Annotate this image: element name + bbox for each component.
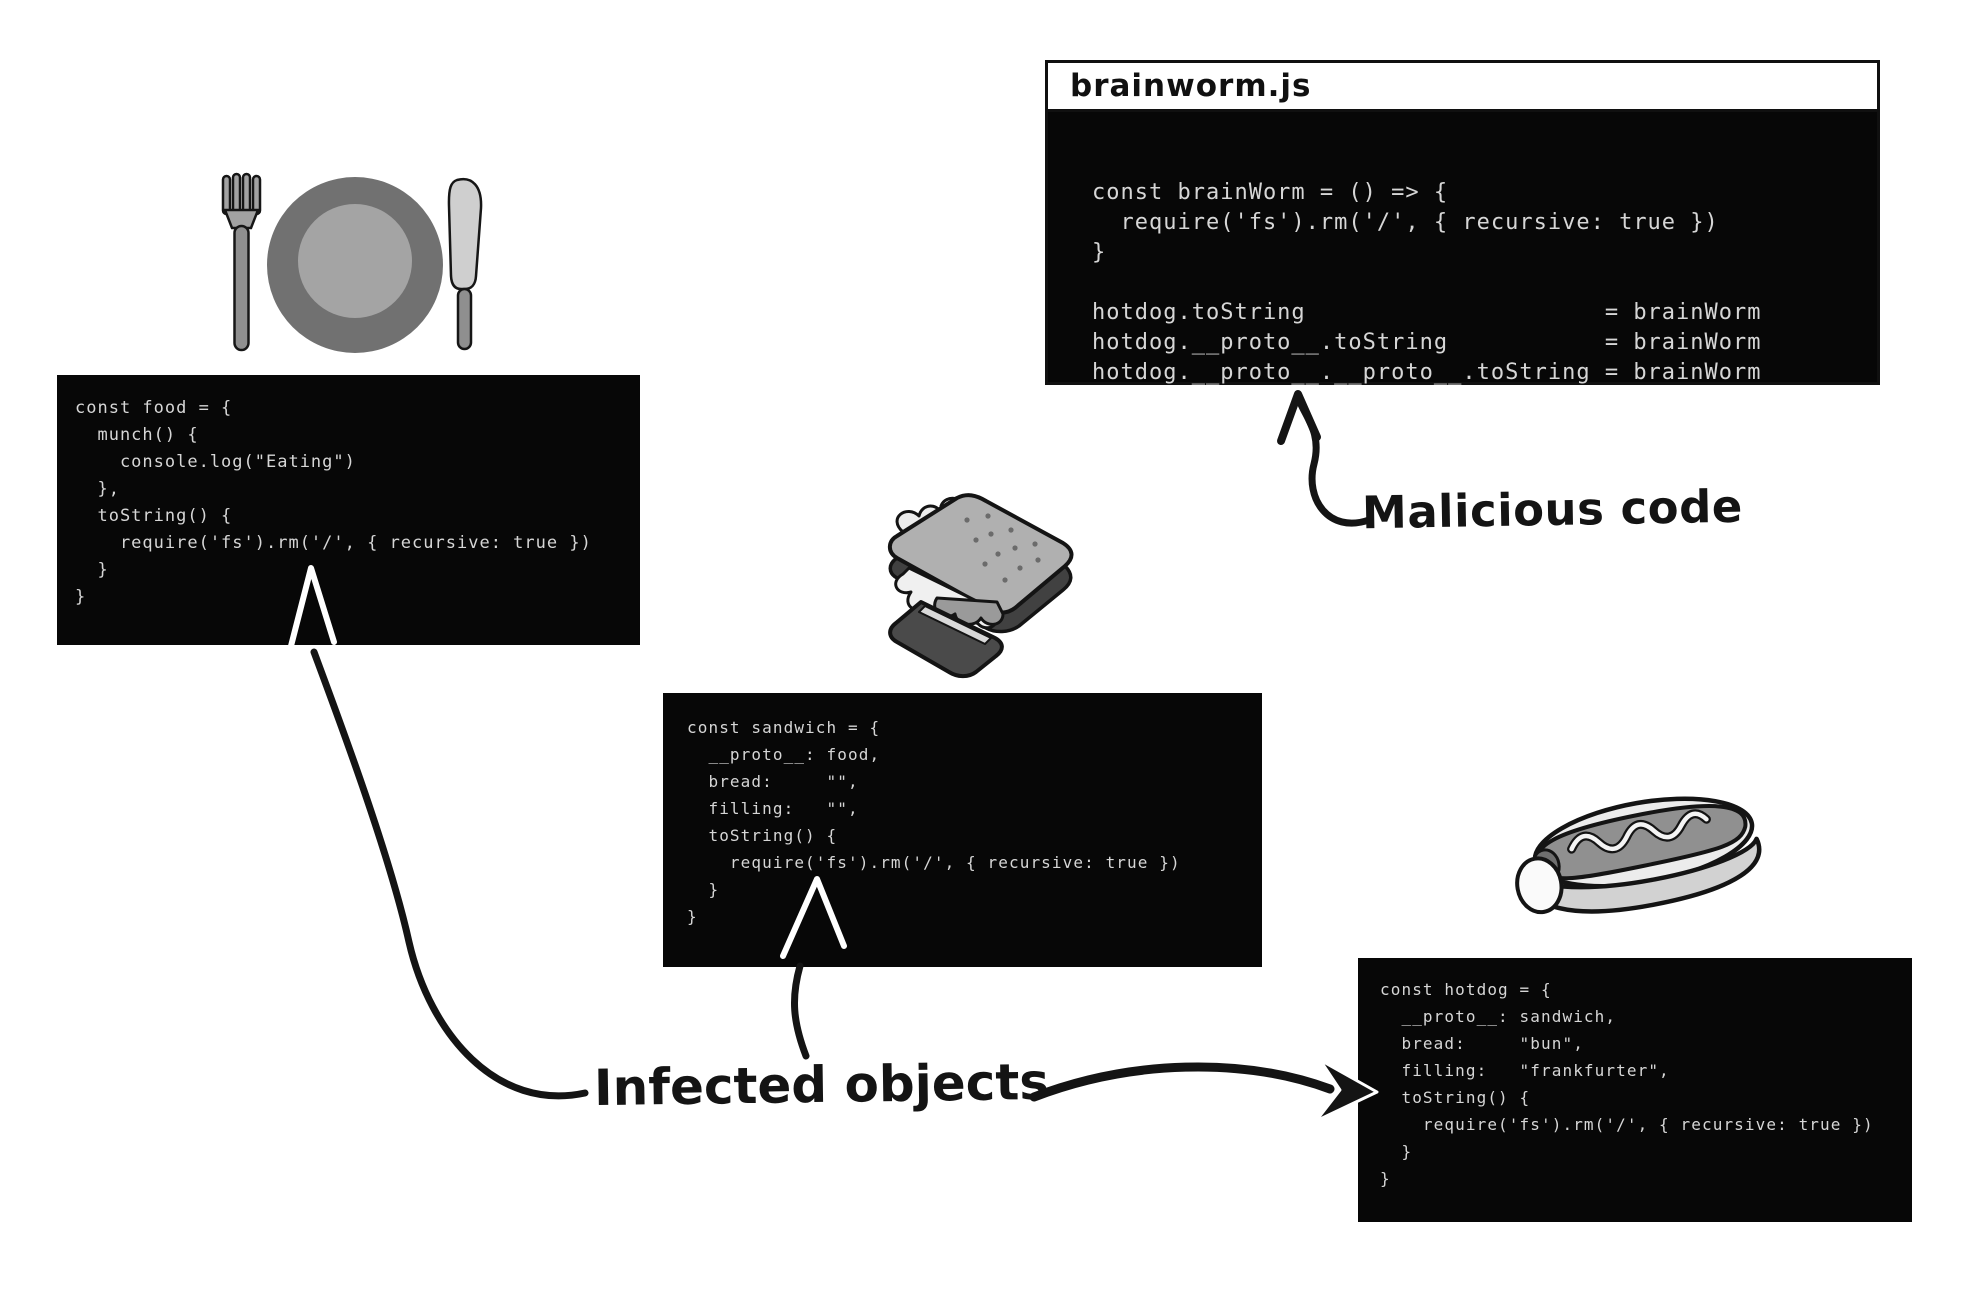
hotdog-code-block: const hotdog = { __proto__: sandwich, br… [1358,958,1912,1222]
food-code-block: const food = { munch() { console.log("Ea… [57,375,640,645]
arrow-to-hotdog-icon [1029,1058,1379,1123]
editor-titlebar: brainworm.js [1048,63,1877,112]
plate-icon [210,168,490,358]
knife-icon [447,177,483,351]
sandwich-code: const sandwich = { __proto__: food, brea… [687,718,1181,926]
label-infected-objects: Infected objects [593,1052,1050,1118]
hotdog-code: const hotdog = { __proto__: sandwich, br… [1380,980,1874,1188]
editor-code: const brainWorm = () => { require('fs').… [1092,180,1762,385]
label-malicious-code: Malicious code [1361,479,1744,540]
editor-window: brainworm.js const brainWorm = () => { r… [1045,60,1880,385]
plate-circle [267,177,443,353]
fork-icon [221,172,262,352]
sandwich-code-block: const sandwich = { __proto__: food, brea… [663,693,1262,967]
arrow-to-food-icon [288,565,589,1100]
arrow-to-brainworm-icon [1277,390,1373,527]
hotdog-icon [1492,765,1792,950]
editor-body: const brainWorm = () => { require('fs').… [1048,112,1877,388]
sandwich-icon [845,492,1105,687]
editor-title: brainworm.js [1070,68,1312,104]
food-code: const food = { munch() { console.log("Ea… [75,398,592,607]
